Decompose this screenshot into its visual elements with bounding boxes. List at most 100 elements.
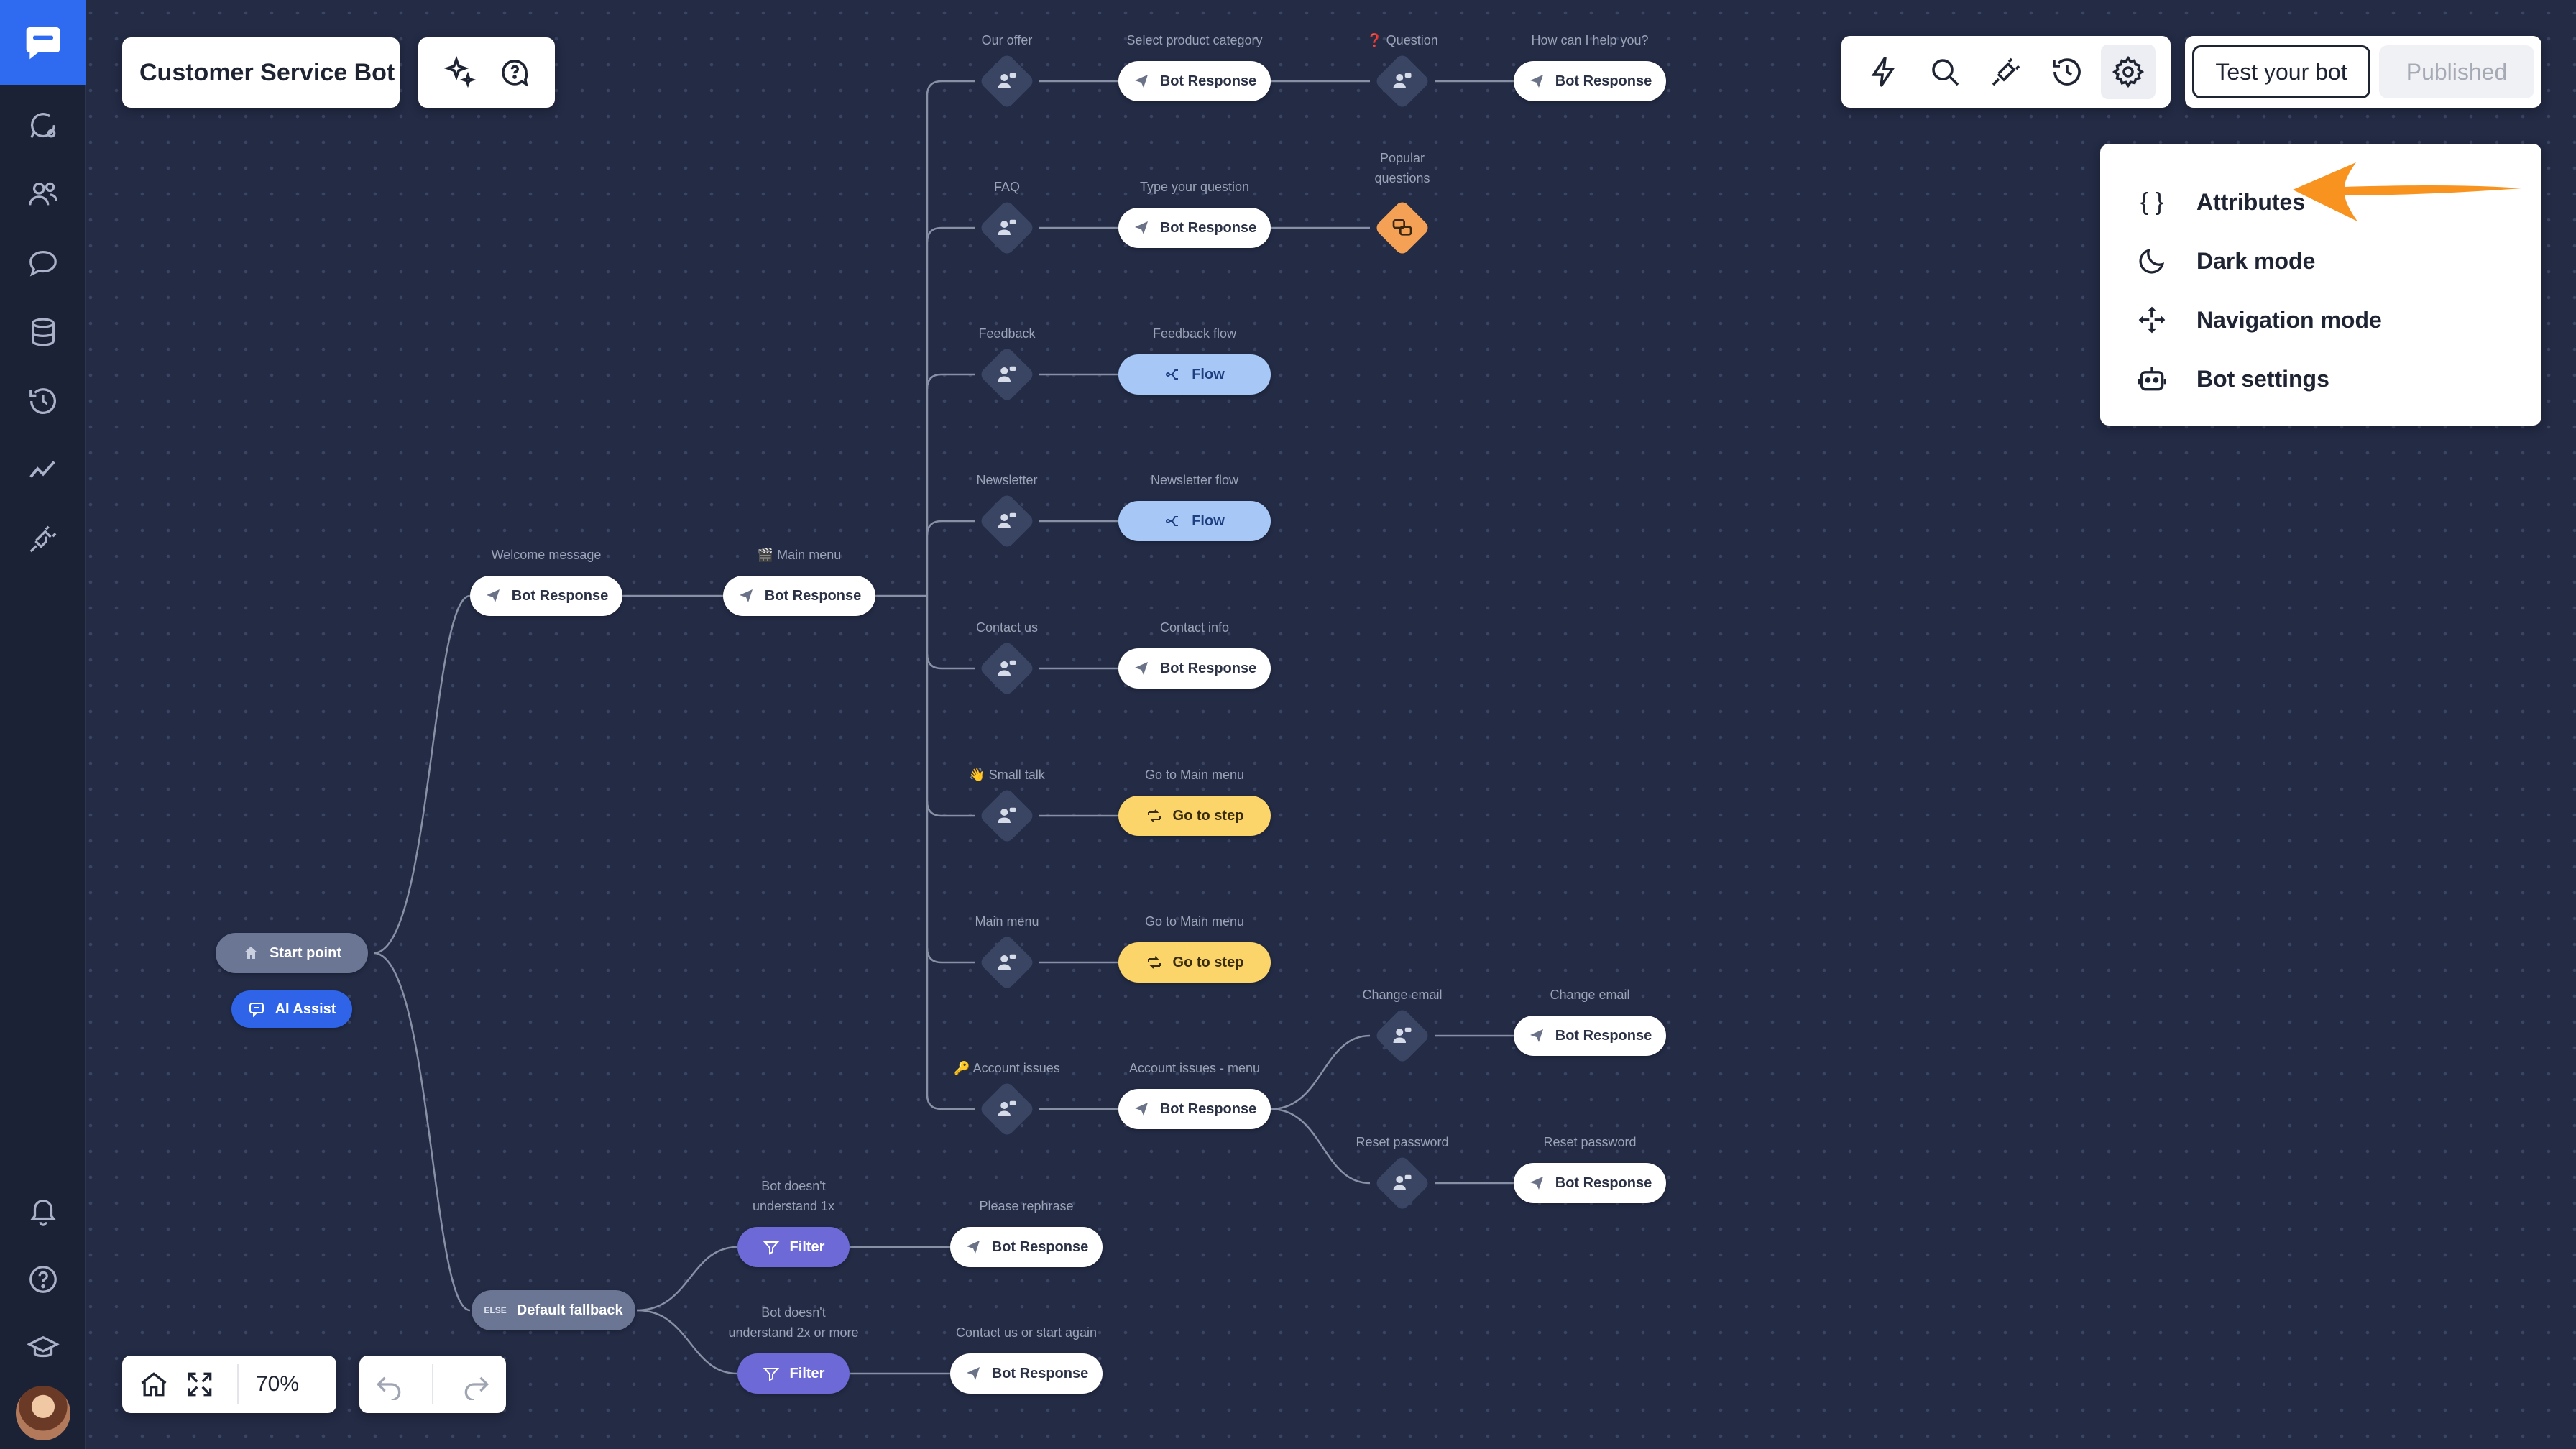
undo-redo-panel xyxy=(359,1356,506,1413)
bot-name: Customer Service Bot xyxy=(139,58,395,86)
users-icon[interactable] xyxy=(22,172,65,216)
user-chat-icon xyxy=(998,73,1016,88)
question-node[interactable] xyxy=(1374,199,1431,257)
user-input-node[interactable] xyxy=(978,199,1036,257)
user-chat-icon xyxy=(1393,1174,1412,1190)
chat-bubbles-icon xyxy=(1392,219,1412,236)
plug-icon[interactable] xyxy=(22,518,65,561)
academy-icon[interactable] xyxy=(22,1327,65,1370)
user-chat-icon xyxy=(998,366,1016,382)
sparkles-icon[interactable] xyxy=(442,55,477,90)
app-logo[interactable] xyxy=(0,0,86,85)
flow-icon xyxy=(1166,516,1179,526)
send-icon xyxy=(739,589,753,602)
search-icon[interactable] xyxy=(1918,45,1972,99)
user-input-node[interactable] xyxy=(978,934,1036,991)
analytics-icon[interactable] xyxy=(22,448,65,492)
bot-response-node[interactable]: Bot Response xyxy=(950,1353,1103,1394)
filter-node[interactable]: Filter xyxy=(737,1227,850,1267)
flow-node[interactable]: Flow xyxy=(1118,354,1271,395)
user-chat-icon xyxy=(1393,1027,1412,1043)
help-icon[interactable] xyxy=(22,1258,65,1301)
undo-icon[interactable] xyxy=(373,1368,405,1400)
bot-response-node[interactable]: Bot Response xyxy=(1118,648,1271,689)
gear-icon[interactable] xyxy=(2101,45,2156,99)
history-icon[interactable] xyxy=(22,380,65,423)
user-input-node[interactable] xyxy=(1374,52,1431,110)
send-icon xyxy=(1134,662,1148,675)
bot-response-node[interactable]: Bot Response xyxy=(470,576,622,616)
start-point-node[interactable]: Start point xyxy=(216,933,368,973)
user-chat-icon xyxy=(998,660,1016,676)
node-label: Filter xyxy=(789,1238,825,1255)
published-button[interactable]: Published xyxy=(2379,45,2534,98)
go-to-step-node[interactable]: Go to step xyxy=(1118,942,1271,983)
flow-node[interactable]: Flow xyxy=(1118,501,1271,541)
node-label: Bot Response xyxy=(991,1238,1089,1255)
node-label: Go to Main menu xyxy=(1144,914,1245,929)
ai-assist-button[interactable]: AI Assist xyxy=(231,990,352,1028)
home-icon[interactable] xyxy=(131,1361,177,1407)
history-icon[interactable] xyxy=(2040,45,2094,99)
user-input-node[interactable] xyxy=(978,1080,1036,1138)
test-bot-button[interactable]: Test your bot xyxy=(2192,45,2370,98)
user-input-node[interactable] xyxy=(978,492,1036,550)
move-icon xyxy=(2136,304,2168,336)
filter-icon xyxy=(763,1368,779,1381)
default-fallback-node[interactable]: ELSE Default fallback xyxy=(472,1290,635,1330)
lightning-icon[interactable] xyxy=(1857,45,1911,99)
user-input-node[interactable] xyxy=(978,787,1036,845)
bot-response-node[interactable]: Bot Response xyxy=(1118,61,1271,101)
bell-icon[interactable] xyxy=(22,1189,65,1232)
redo-icon[interactable] xyxy=(461,1368,492,1400)
bot-response-node[interactable]: Bot Response xyxy=(1514,1016,1666,1056)
ai-chat-icon[interactable] xyxy=(22,242,65,285)
filter-node[interactable]: Filter xyxy=(737,1353,850,1394)
menu-item-navigation-mode[interactable]: Navigation mode xyxy=(2100,290,2542,349)
bot-name-panel[interactable]: Customer Service Bot xyxy=(122,37,400,108)
user-input-node[interactable] xyxy=(978,52,1036,110)
user-input-node[interactable] xyxy=(1374,1007,1431,1064)
node-label: 🔑 Account issues xyxy=(954,1061,1060,1075)
node-label: Default fallback xyxy=(516,1302,623,1318)
fit-screen-icon[interactable] xyxy=(177,1361,223,1407)
node-label: Bot doesn't understand 2x or more xyxy=(728,1305,859,1340)
menu-item-dark-mode[interactable]: Dark mode xyxy=(2100,231,2542,290)
node-label: Reset password xyxy=(1356,1135,1449,1149)
zoom-level[interactable]: 70% xyxy=(237,1364,306,1404)
bot-response-node[interactable]: Bot Response xyxy=(723,576,875,616)
node-label: Bot Response xyxy=(1159,660,1257,676)
chat-question-icon[interactable] xyxy=(497,55,532,90)
plug-icon[interactable] xyxy=(1979,45,2033,99)
home-icon xyxy=(244,947,257,959)
menu-item-bot-settings[interactable]: Bot settings xyxy=(2100,349,2542,408)
else-tag: ELSE xyxy=(484,1305,507,1315)
chat-bubble-icon[interactable] xyxy=(22,105,65,148)
bot-response-node[interactable]: Bot Response xyxy=(1514,1163,1666,1203)
menu-item-label: Navigation mode xyxy=(2196,306,2382,333)
node-label: Flow xyxy=(1192,366,1225,382)
bot-response-node[interactable]: Bot Response xyxy=(950,1227,1103,1267)
node-label: FAQ xyxy=(993,180,1021,194)
send-icon xyxy=(1134,1103,1148,1116)
send-icon xyxy=(1530,75,1543,88)
send-icon xyxy=(966,1241,980,1254)
go-to-step-node[interactable]: Go to step xyxy=(1118,796,1271,836)
node-label: 👋 Small talk xyxy=(969,768,1045,782)
node-label: Reset password xyxy=(1543,1135,1637,1149)
node-label: Newsletter flow xyxy=(1150,473,1239,487)
avatar[interactable] xyxy=(16,1386,70,1440)
bot-response-node[interactable]: Bot Response xyxy=(1118,208,1271,248)
database-icon[interactable] xyxy=(22,310,65,354)
user-input-node[interactable] xyxy=(978,346,1036,403)
menu-item-label: Attributes xyxy=(2196,188,2306,215)
node-label: Contact us xyxy=(975,620,1039,635)
menu-item-attributes[interactable]: { } Attributes xyxy=(2100,172,2542,231)
user-input-node[interactable] xyxy=(978,640,1036,697)
canvas-controls: 70% xyxy=(122,1356,336,1413)
user-chat-icon xyxy=(1393,73,1412,88)
user-input-node[interactable] xyxy=(1374,1154,1431,1212)
bot-response-node[interactable]: Bot Response xyxy=(1514,61,1666,101)
bot-response-node[interactable]: Bot Response xyxy=(1118,1089,1271,1129)
